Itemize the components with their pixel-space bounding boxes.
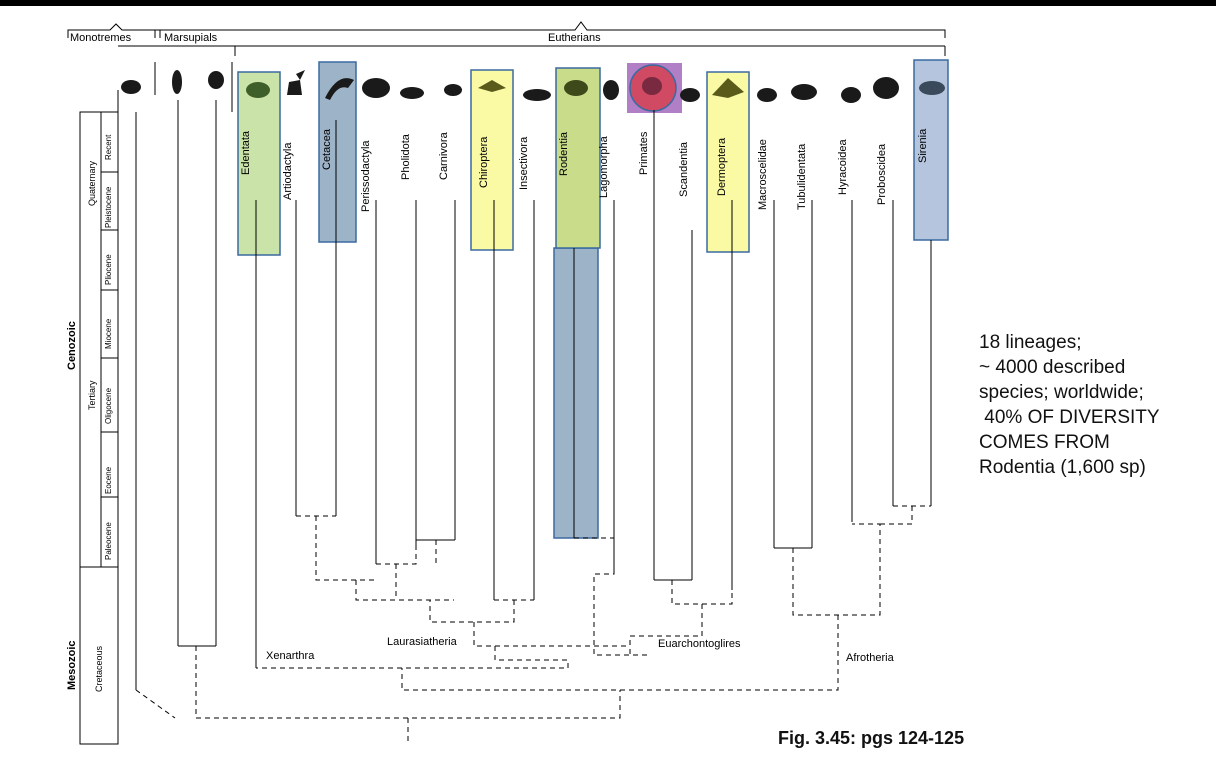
order-label: Artiodactyla xyxy=(282,142,294,200)
group-label-eutherians: Eutherians xyxy=(548,32,601,44)
order-label: Scandentia xyxy=(678,141,690,197)
clade-afrotheria: Afrotheria xyxy=(846,652,894,664)
epoch-oligocene: Oligocene xyxy=(104,387,113,424)
group-label-marsupials: Marsupials xyxy=(164,32,218,44)
summary-line: species; worldwide; xyxy=(979,382,1144,403)
highlight-boxes xyxy=(237,59,949,539)
carnivore-icon xyxy=(444,84,462,96)
summary-line: COMES FROM xyxy=(979,432,1110,453)
era-cenozoic: Cenozoic xyxy=(66,321,78,370)
rabbit-icon xyxy=(603,80,619,100)
order-label: Lagomorpha xyxy=(598,136,610,198)
bat-icon xyxy=(478,80,506,92)
primate-icon xyxy=(642,77,662,95)
eutherians-bracket xyxy=(160,21,946,38)
epoch-paleocene: Paleocene xyxy=(104,522,113,560)
figure-caption: Fig. 3.45: pgs 124-125 xyxy=(778,728,965,748)
clade-xenarthra: Xenarthra xyxy=(266,650,315,662)
manatee-icon xyxy=(919,81,945,95)
epoch-eocene: Eocene xyxy=(104,466,113,494)
timescale-grid xyxy=(79,90,119,745)
summary-line: ~ 4000 described xyxy=(979,357,1126,378)
platypus-icon xyxy=(121,80,141,94)
rodent-icon xyxy=(564,80,588,96)
epoch-pliocene: Pliocene xyxy=(104,254,113,285)
order-label: Rodentia xyxy=(558,131,570,176)
group-brackets xyxy=(67,21,946,112)
koala-icon xyxy=(208,71,224,89)
top-border xyxy=(0,0,1216,6)
epoch-recent: Recent xyxy=(104,134,113,160)
group-label-monotremes: Monotremes xyxy=(70,32,132,44)
elephant-shrew-icon xyxy=(757,88,777,102)
order-label: Insectivora xyxy=(518,136,530,190)
order-label: Primates xyxy=(638,131,650,175)
kangaroo-icon xyxy=(172,70,182,94)
edentata-highlight xyxy=(237,71,281,256)
order-label: Carnivora xyxy=(438,132,450,180)
order-label: Proboscidea xyxy=(876,143,888,205)
treeshrew-icon xyxy=(680,88,700,102)
rodentia-lineage-highlight xyxy=(553,247,599,539)
clade-laurasiatheria: Laurasiatheria xyxy=(387,636,457,648)
order-label: Hyracoidea xyxy=(837,139,849,195)
order-label: Pholidota xyxy=(400,134,412,180)
aardvark-icon xyxy=(791,84,817,100)
order-label: Cetacea xyxy=(321,129,333,170)
summary-text: 18 lineages; ~ 4000 described species; w… xyxy=(979,330,1214,480)
period-quaternary: Quaternary xyxy=(87,160,97,206)
animal-silhouettes xyxy=(121,70,945,103)
colugo-icon xyxy=(712,78,744,98)
summary-line: 18 lineages; xyxy=(979,332,1082,353)
epoch-pleistocene: Pleistocene xyxy=(104,186,113,228)
branches-dashed xyxy=(135,505,931,744)
order-label: Chiroptera xyxy=(478,136,490,188)
era-mesozoic: Mesozoic xyxy=(66,640,78,690)
armadillo-icon xyxy=(246,82,270,98)
order-label: Perissodactyla xyxy=(360,140,372,212)
cetacea-highlight xyxy=(318,61,357,243)
insectivore-icon xyxy=(523,89,551,101)
pangolin-icon xyxy=(400,87,424,99)
hyrax-icon xyxy=(841,87,861,103)
rodentia-highlight xyxy=(555,67,601,249)
summary-line: Rodentia (1,600 sp) xyxy=(979,457,1146,478)
summary-line: 40% OF DIVERSITY xyxy=(979,407,1160,428)
order-label: Dermoptera xyxy=(716,137,728,196)
period-cretaceous: Cretaceous xyxy=(94,645,104,692)
chiroptera-highlight xyxy=(470,69,514,251)
branches-solid xyxy=(135,100,932,690)
deer-icon xyxy=(287,70,305,95)
order-label: Edentata xyxy=(240,130,252,175)
order-label: Sirenia xyxy=(917,128,929,163)
epoch-miocene: Miocene xyxy=(104,318,113,349)
dolphin-icon xyxy=(325,78,354,100)
order-label: Tubulidentata xyxy=(796,143,808,210)
clade-euarchontoglires: Euarchontoglires xyxy=(658,638,741,650)
elephant-icon xyxy=(873,77,899,99)
rhino-icon xyxy=(362,78,390,98)
dermoptera-highlight xyxy=(706,71,750,253)
period-tertiary: Tertiary xyxy=(87,380,97,410)
order-label: Macroscelidae xyxy=(757,139,769,210)
